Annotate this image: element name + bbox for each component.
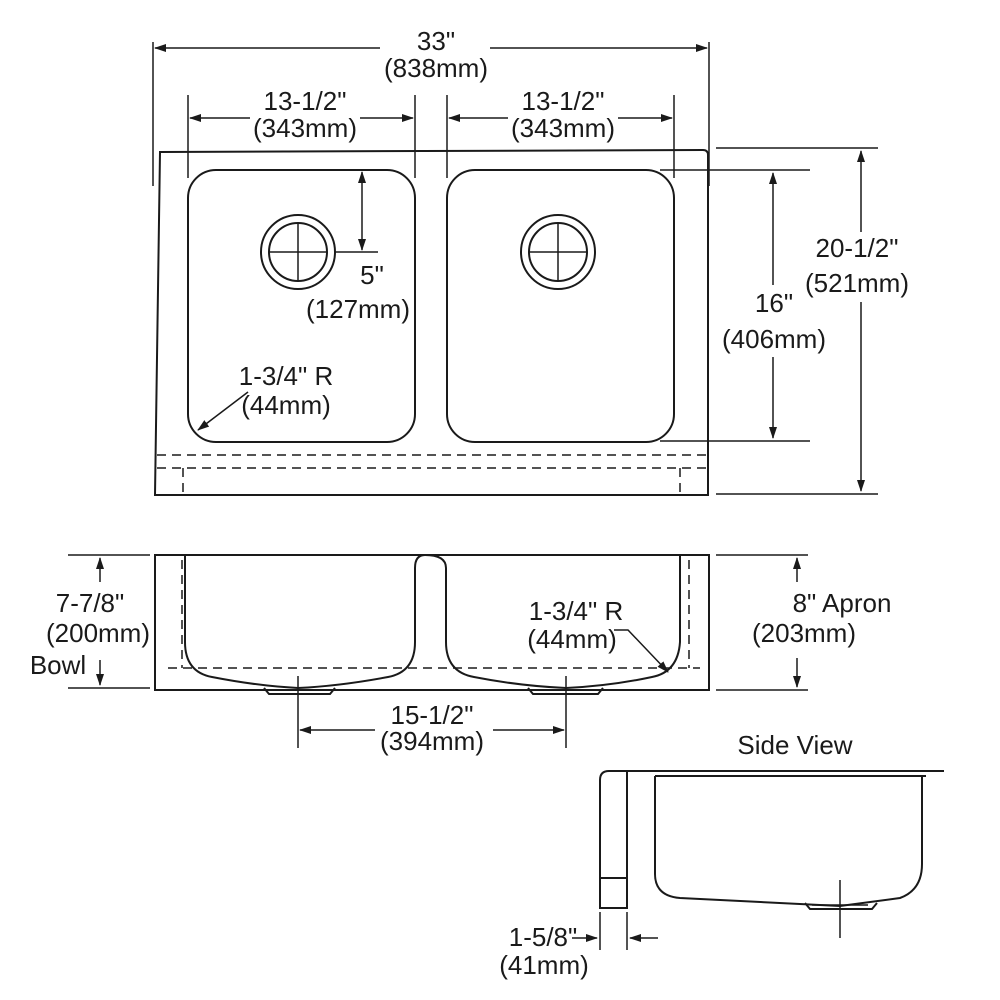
left-bowl (187, 169, 416, 443)
drain-offset-in: 5" (360, 260, 384, 290)
side-view: Side View 1-5/8" (41mm) (499, 730, 944, 980)
drain-offset-mm: (127mm) (306, 294, 410, 324)
front-corner-radius-leader (614, 629, 669, 673)
bowl-length-mm: (406mm) (722, 324, 826, 354)
overall-width-mm: (838mm) (384, 53, 488, 83)
front-corner-radius-mm: (44mm) (527, 624, 617, 654)
right-bowl (446, 169, 675, 443)
bowl-depth-mm: (200mm) (46, 618, 150, 648)
left-bowl-profile (184, 554, 426, 690)
apron-height-in: 8" Apron (793, 588, 892, 618)
left-drain-icon (260, 214, 336, 290)
apron-thickness-in: 1-5/8" (509, 922, 578, 952)
bowl-depth-in: 7-7/8" (56, 588, 125, 618)
corner-radius-in: 1-3/4" R (239, 361, 334, 391)
apron-height-mm: (203mm) (752, 618, 856, 648)
overall-depth-mm: (521mm) (805, 268, 909, 298)
front-corner-radius-in: 1-3/4" R (529, 596, 624, 626)
side-bowl-profile (654, 776, 923, 908)
right-bowl-width-in: 13-1/2" (522, 86, 605, 116)
overall-width-in: 33" (417, 26, 455, 56)
corner-radius-mm: (44mm) (241, 390, 331, 420)
side-apron-outline (599, 770, 628, 909)
drain-spacing-mm: (394mm) (380, 726, 484, 756)
front-view: 7-7/8" (200mm) Bowl 8" Apron (203mm) 1-3… (30, 554, 892, 758)
side-view-title: Side View (737, 730, 852, 760)
left-bowl-width-mm: (343mm) (253, 113, 357, 143)
sink-outline (153, 148, 709, 496)
bowl-depth-label: Bowl (30, 650, 86, 680)
top-view: 33" (838mm) 13-1/2" (343mm) 13-1/2" (343… (152, 26, 915, 496)
right-bowl-width-mm: (343mm) (511, 113, 615, 143)
right-bowl-profile (424, 554, 681, 690)
corner-radius-leader (197, 391, 249, 431)
apron-thickness-mm: (41mm) (499, 950, 589, 980)
right-drain-icon (520, 214, 596, 290)
apron-outline (154, 554, 710, 691)
bowl-length-in: 16" (755, 288, 793, 318)
left-bowl-width-in: 13-1/2" (264, 86, 347, 116)
overall-depth-in: 20-1/2" (816, 233, 899, 263)
drain-spacing-in: 15-1/2" (391, 700, 474, 730)
